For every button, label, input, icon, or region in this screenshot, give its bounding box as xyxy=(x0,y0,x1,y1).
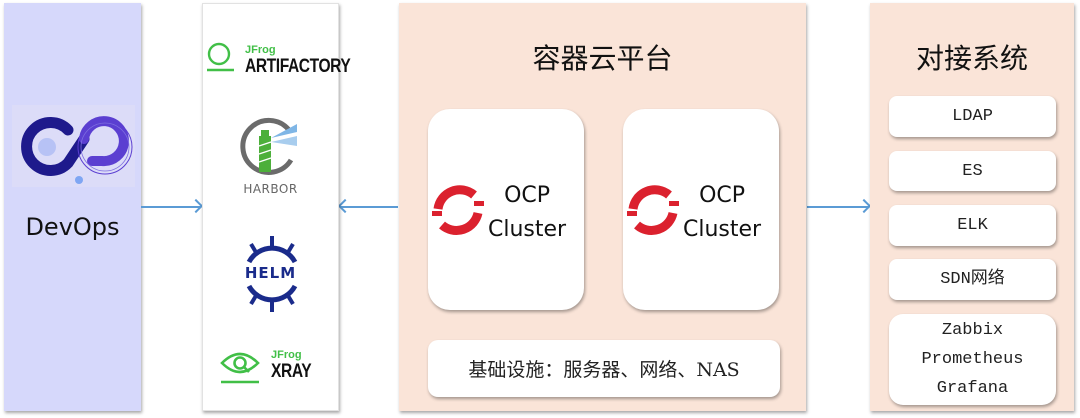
cluster-label: OCP Cluster xyxy=(488,179,566,247)
cluster-label-line1: OCP xyxy=(699,183,746,208)
helm-name: HELM xyxy=(244,264,297,282)
xray-name: XRAY xyxy=(271,361,312,382)
xray-eye-icon xyxy=(220,352,260,384)
integrations-title: 对接系统 xyxy=(915,42,1028,75)
devops-logo-icon xyxy=(12,105,135,187)
cluster-label-line2: Cluster xyxy=(488,217,567,242)
platform-title: 容器云平台 xyxy=(532,42,673,75)
devops-panel: DevOps xyxy=(4,3,141,411)
openshift-icon xyxy=(432,185,484,235)
integration-label: Grafana xyxy=(936,379,1009,398)
ocp-cluster-card: OCP Cluster xyxy=(428,109,584,310)
integration-label: SDN网络 xyxy=(940,270,1005,289)
integration-label: Prometheus xyxy=(921,350,1024,369)
openshift-icon xyxy=(627,185,679,235)
integration-label: ELK xyxy=(957,216,988,235)
integration-label: ES xyxy=(962,161,983,181)
arrow-devops-to-artifacts xyxy=(141,206,201,208)
harbor-lighthouse-icon xyxy=(240,117,297,175)
infrastructure-box: 基础设施：服务器、网络、NAS xyxy=(428,340,780,397)
integrations-panel: 对接系统 LDAP ES ELK SDN网络 Zabbix Prometheus… xyxy=(870,3,1074,411)
artifactory-brand: JFrog xyxy=(245,44,276,56)
cluster-label-line2: Cluster xyxy=(683,217,762,242)
integration-sdn: SDN网络 xyxy=(889,259,1056,300)
artifactory-name: ARTIFACTORY xyxy=(245,56,351,77)
devops-label: DevOps xyxy=(25,213,120,241)
helm-wheel-icon xyxy=(246,236,298,312)
arrow-platform-to-artifacts xyxy=(340,206,398,208)
cluster-label-line1: OCP xyxy=(504,183,551,208)
ocp-cluster-card: OCP Cluster xyxy=(623,109,779,310)
artifact-repositories-panel: JFrog ARTIFACTORY HARBOR HELM xyxy=(202,3,351,411)
integration-label: LDAP xyxy=(952,107,993,126)
harbor-name: HARBOR xyxy=(243,182,298,196)
integration-monitoring: Zabbix Prometheus Grafana xyxy=(889,314,1056,405)
artifactory-ring-icon xyxy=(207,42,234,72)
arrow-platform-to-integrations xyxy=(807,206,869,208)
integration-label: Zabbix xyxy=(941,321,1004,340)
integration-es: ES xyxy=(889,151,1056,191)
integration-ldap: LDAP xyxy=(889,96,1056,137)
xray-brand: JFrog xyxy=(271,349,302,361)
integration-elk: ELK xyxy=(889,205,1056,246)
container-platform-panel: 容器云平台 OCP Cluster OCP Cluster 基础设施：服务器、网… xyxy=(399,3,806,411)
cluster-label: OCP Cluster xyxy=(683,179,761,247)
